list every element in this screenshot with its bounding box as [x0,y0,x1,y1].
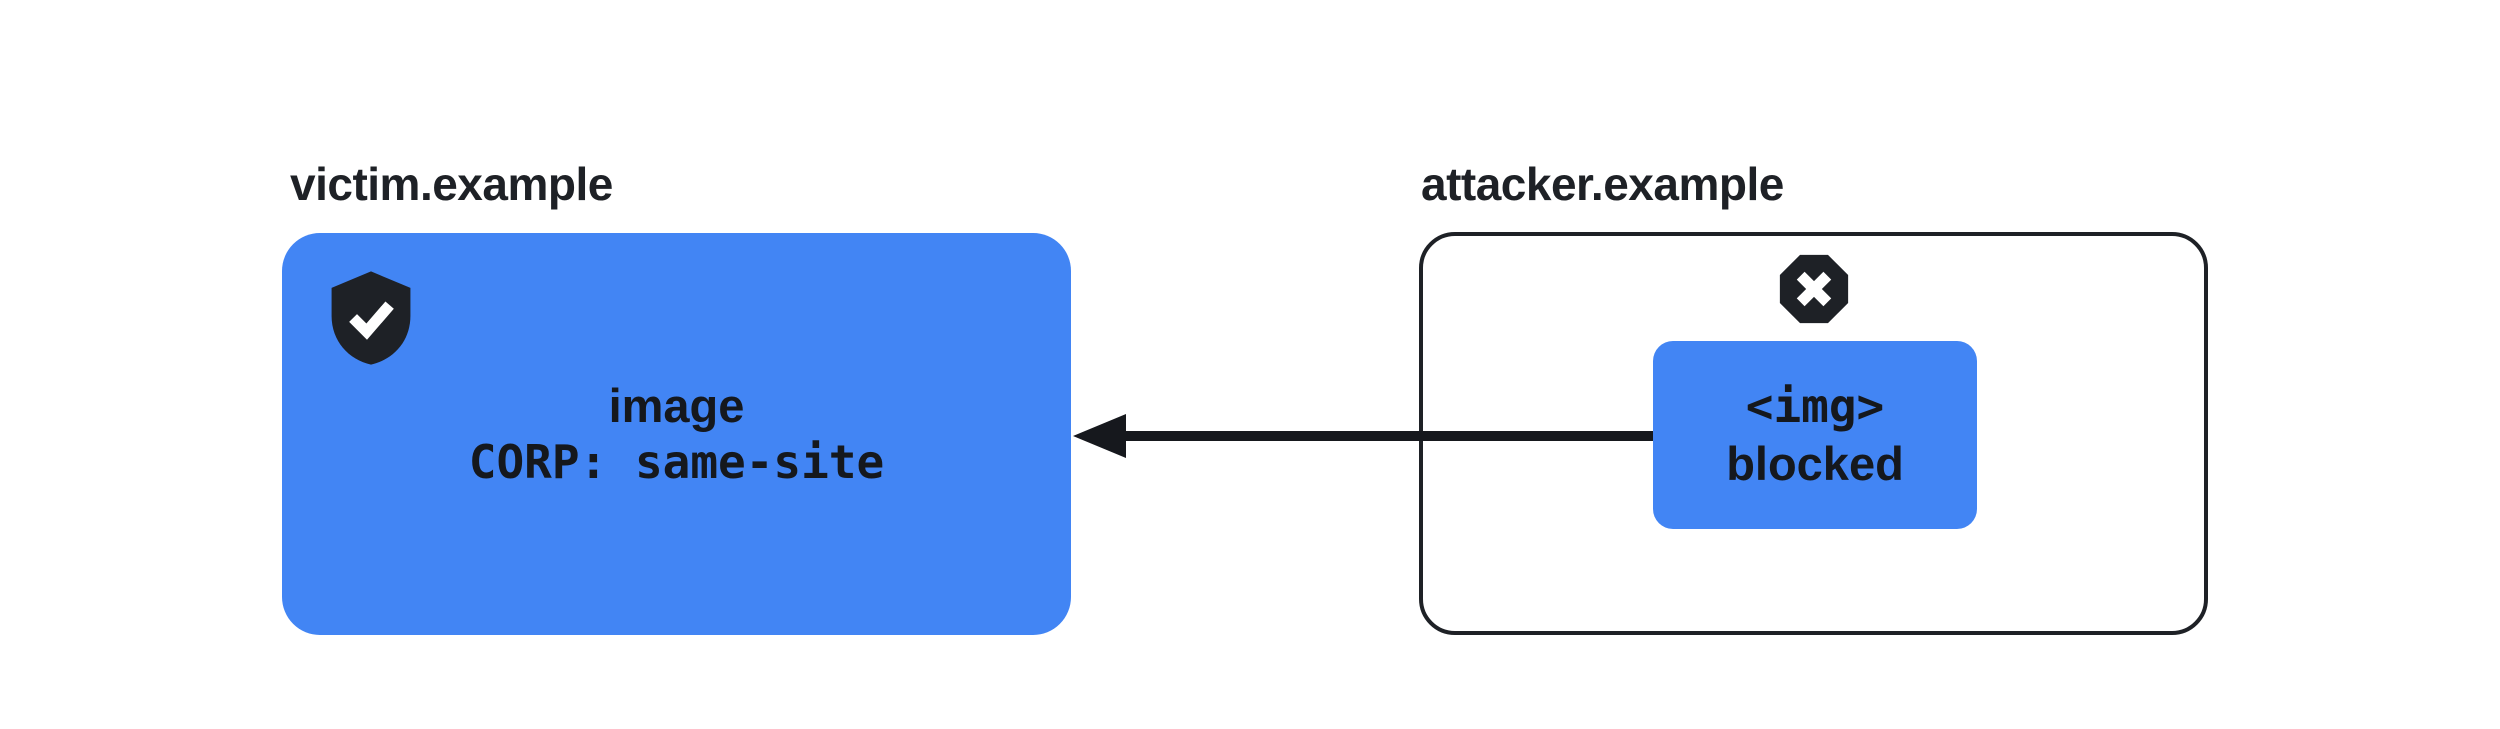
victim-box-text: image CORP: same-site [469,377,884,491]
attacker-img-box: <img> blocked [1653,341,1977,529]
victim-resource-box: image CORP: same-site [282,233,1071,635]
victim-corp-header: CORP: same-site [468,435,885,489]
attacker-blocked-label: blocked [1726,437,1904,490]
victim-resource-label: image [608,379,745,432]
blocked-request-arrow [1073,414,1660,458]
attacker-domain-title: attacker.example [1421,158,1784,210]
blocked-x-icon [1779,254,1849,324]
victim-domain-title: victim.example [290,158,613,210]
attacker-embed-tag: <img> [1745,379,1885,433]
attacker-page-box: <img> blocked [1419,232,2208,635]
shield-check-icon [331,271,411,365]
